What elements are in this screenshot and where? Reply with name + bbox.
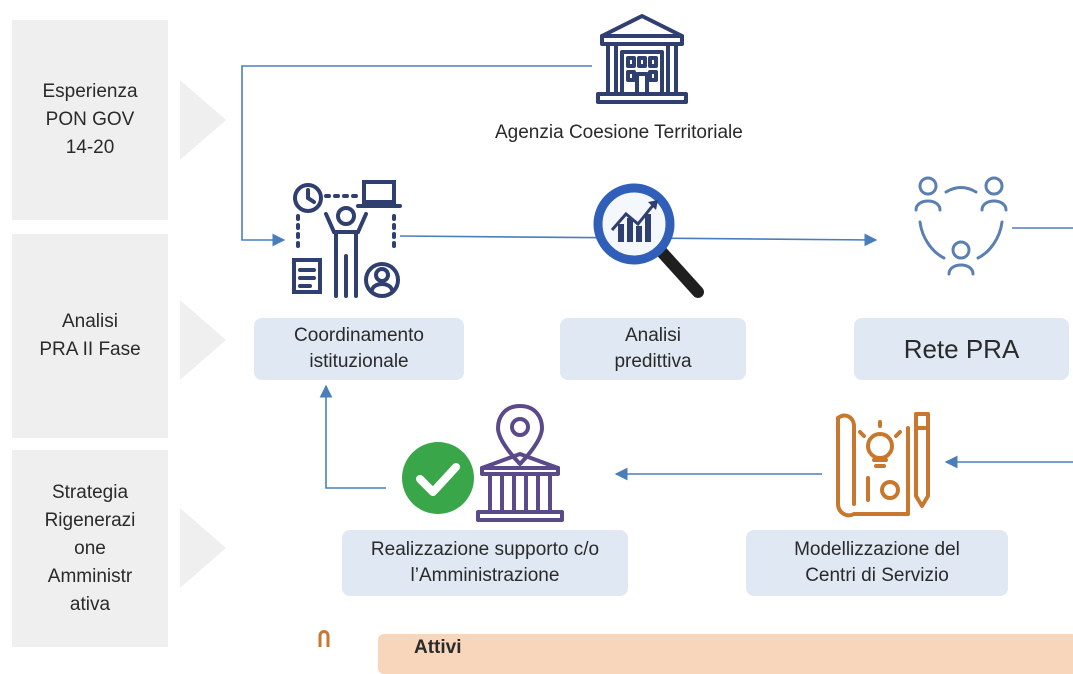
sidebar-line: Amministr bbox=[47, 565, 133, 587]
bank-icon bbox=[596, 14, 688, 104]
sidebar-chevron bbox=[180, 300, 226, 380]
box-line: Modellizzazione del bbox=[794, 539, 960, 560]
sidebar-line: one bbox=[74, 537, 106, 559]
sidebar-line: Analisi bbox=[62, 311, 118, 332]
rete-box: Rete PRA bbox=[854, 318, 1069, 380]
sidebar-item-analisi: Analisi PRA II Fase bbox=[12, 234, 168, 438]
callout-text: Attivi bbox=[414, 637, 462, 658]
box-line: predittiva bbox=[614, 351, 692, 372]
modellizzazione-box: Modellizzazione del Centri di Servizio bbox=[746, 530, 1008, 596]
box-line: Realizzazione supporto c/o bbox=[370, 539, 600, 560]
magnifier-chart-icon bbox=[593, 183, 704, 298]
sidebar-line: Esperienza bbox=[42, 81, 138, 102]
sidebar-chevron bbox=[180, 508, 226, 588]
realizzazione-box: Realizzazione supporto c/o l’Amministraz… bbox=[342, 530, 628, 596]
sidebar-item-esperienza: Esperienza PON GOV 14-20 bbox=[12, 20, 168, 220]
blueprint-idea-icon bbox=[836, 412, 930, 518]
box-line: Analisi bbox=[625, 325, 681, 346]
network-people-icon bbox=[914, 176, 1008, 276]
location-building-icon bbox=[476, 404, 564, 522]
hand-icon bbox=[318, 630, 330, 647]
sidebar-item-strategia: Strategia Rigenerazi one Amministr ativa bbox=[12, 450, 168, 647]
coordination-people-icon bbox=[292, 180, 402, 298]
analisi-box: Analisi predittiva bbox=[560, 318, 746, 380]
box-line: Coordinamento bbox=[294, 325, 424, 346]
box-line: l’Amministrazione bbox=[410, 565, 560, 586]
sidebar-line: 14-20 bbox=[65, 137, 115, 158]
box-line: istituzionale bbox=[309, 351, 409, 372]
activities-callout: Attivi bbox=[378, 634, 1073, 674]
box-line: Centri di Servizio bbox=[805, 565, 949, 586]
sidebar-chevron bbox=[180, 80, 226, 160]
box-line: Rete PRA bbox=[903, 334, 1020, 364]
sidebar-line: PON GOV bbox=[45, 109, 135, 130]
sidebar-line: Strategia bbox=[51, 481, 129, 503]
sidebar-line: PRA II Fase bbox=[39, 339, 141, 360]
connector-real-to-coord bbox=[319, 384, 386, 489]
sidebar-line: Rigenerazi bbox=[44, 509, 136, 531]
agency-label: Agenzia Coesione Territoriale bbox=[495, 122, 743, 143]
connector-agency-to-coord bbox=[241, 65, 592, 247]
coordinamento-box: Coordinamento istituzionale bbox=[254, 318, 464, 380]
sidebar-line: ativa bbox=[69, 593, 111, 615]
check-circle-icon bbox=[402, 442, 474, 514]
